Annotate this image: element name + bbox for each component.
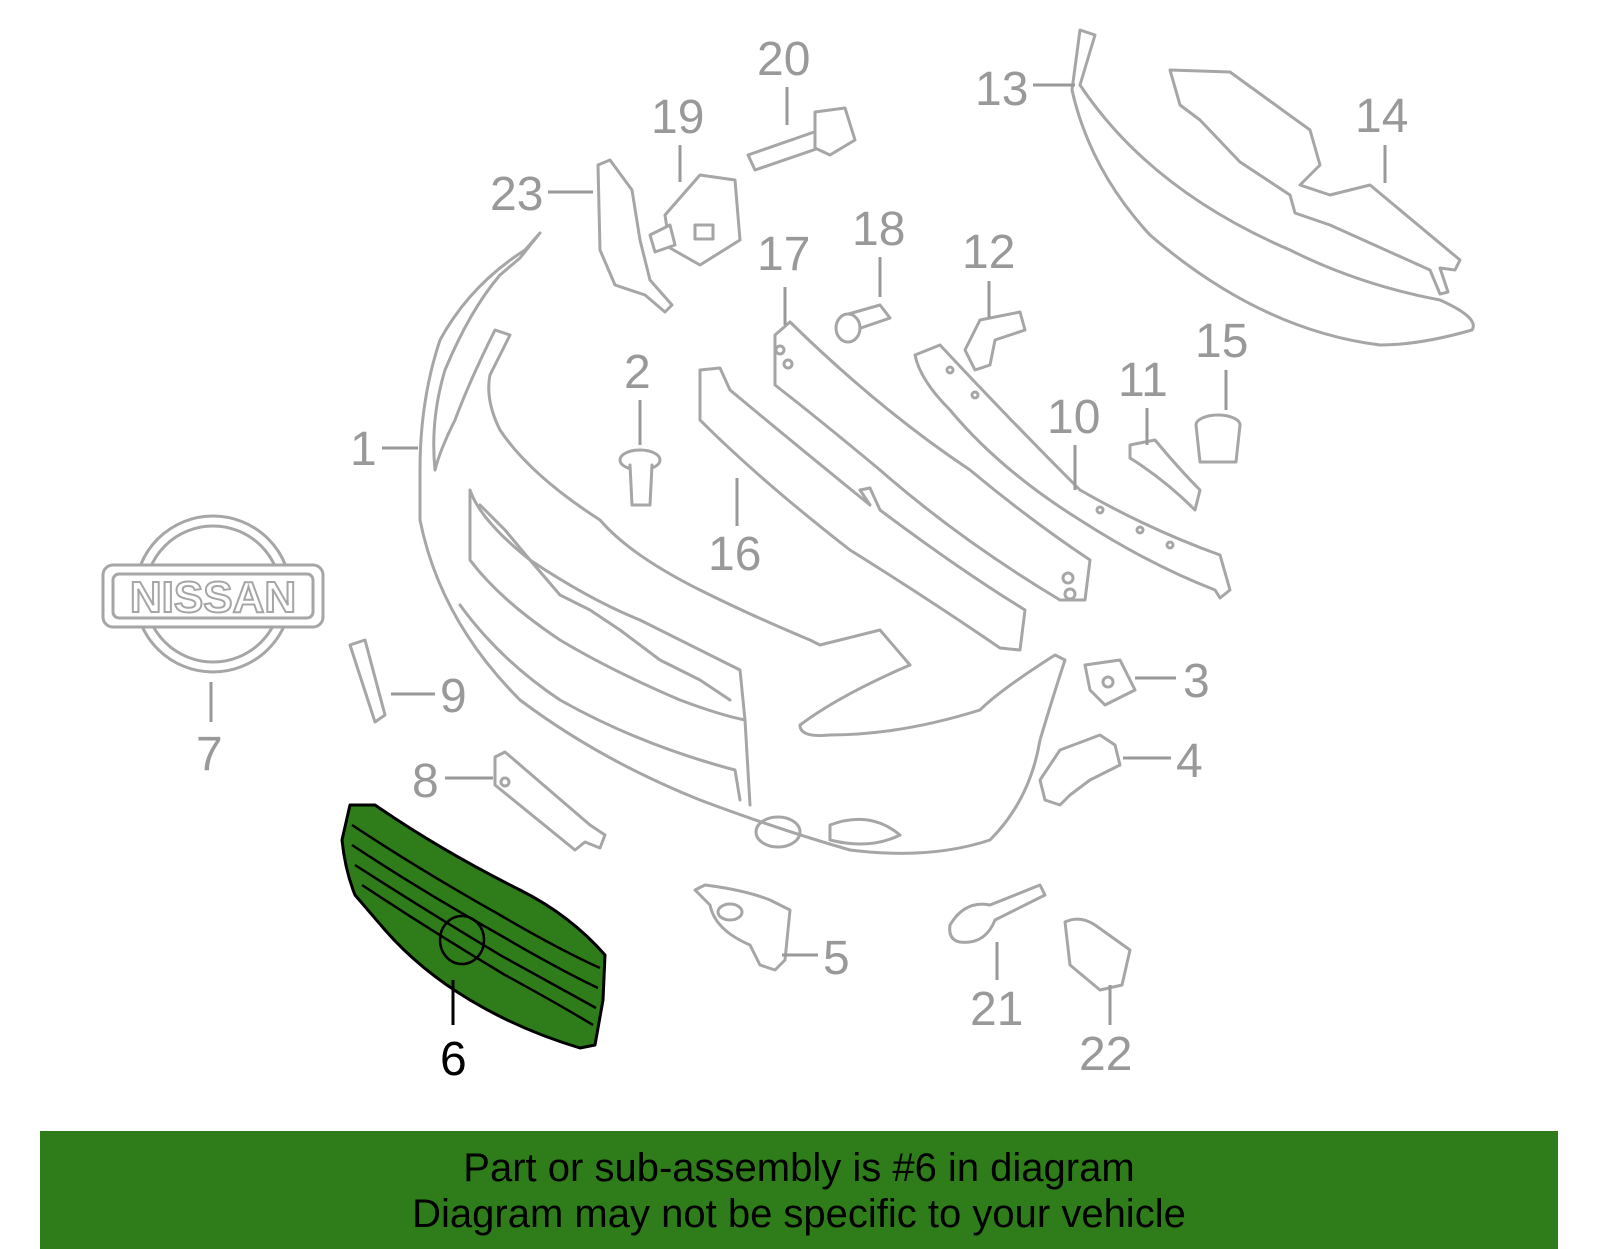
banner-line-1: Part or sub-assembly is #6 in diagram (463, 1146, 1135, 1190)
part-11-bracket (1128, 438, 1202, 512)
part-6-grille (340, 803, 607, 1050)
callout-17: 17 (757, 228, 810, 281)
part-4-bracket (1038, 733, 1122, 807)
info-banner: Part or sub-assembly is #6 in diagram Di… (40, 1131, 1558, 1249)
callout-21: 21 (970, 983, 1023, 1036)
part-8-bracket (493, 750, 607, 852)
callout-3: 3 (1183, 655, 1210, 708)
part-7-emblem: NISSAN (101, 514, 325, 674)
callout-15: 15 (1195, 315, 1248, 368)
part-2-clip (618, 448, 662, 507)
part-9-marker (348, 638, 387, 724)
part-20-bolt (746, 106, 857, 172)
callout-18: 18 (852, 203, 905, 256)
part-16-absorber (698, 366, 1027, 652)
callout-1: 1 (350, 423, 377, 476)
callout-labels: 1 2 3 4 5 6 7 8 9 10 11 12 13 14 15 16 1… (196, 33, 1408, 1086)
callout-20: 20 (757, 33, 810, 86)
callout-6: 6 (440, 1033, 467, 1086)
callout-9: 9 (440, 670, 467, 723)
part-14-deflector (1168, 68, 1462, 296)
callout-7: 7 (196, 728, 223, 781)
callout-22: 22 (1079, 1028, 1132, 1081)
part-12-bracket (963, 310, 1027, 372)
callout-11: 11 (1118, 354, 1168, 407)
parts-diagram: NISSAN (101, 28, 1475, 1086)
part-13-seal-strip (1070, 28, 1475, 347)
callout-8: 8 (412, 755, 439, 808)
part-10-bracket (913, 343, 1232, 600)
part-18-pin (834, 303, 892, 344)
callout-23: 23 (490, 168, 543, 221)
part-22-cap (1063, 917, 1132, 992)
callout-5: 5 (823, 932, 850, 985)
part-15-clip (1194, 413, 1242, 464)
callout-2: 2 (624, 346, 651, 399)
banner-line-2: Diagram may not be specific to your vehi… (412, 1192, 1186, 1236)
callout-14: 14 (1355, 90, 1408, 143)
callout-19: 19 (651, 91, 704, 144)
part-5-bracket (693, 883, 792, 972)
part-23-bracket (596, 158, 674, 314)
callout-13: 13 (975, 63, 1028, 116)
callout-12: 12 (962, 226, 1015, 279)
part-21-tow-hook (948, 883, 1047, 944)
leader-lines (209, 83, 1387, 1025)
callout-10: 10 (1047, 391, 1100, 444)
part-1-bumper-cover (418, 231, 1067, 855)
part-17-reinforcement (773, 320, 1092, 602)
part-3-clip (1083, 658, 1137, 707)
callout-16: 16 (708, 528, 761, 581)
part-19-sensor (648, 173, 742, 267)
emblem-text: NISSAN (130, 573, 296, 622)
callout-4: 4 (1176, 735, 1203, 788)
